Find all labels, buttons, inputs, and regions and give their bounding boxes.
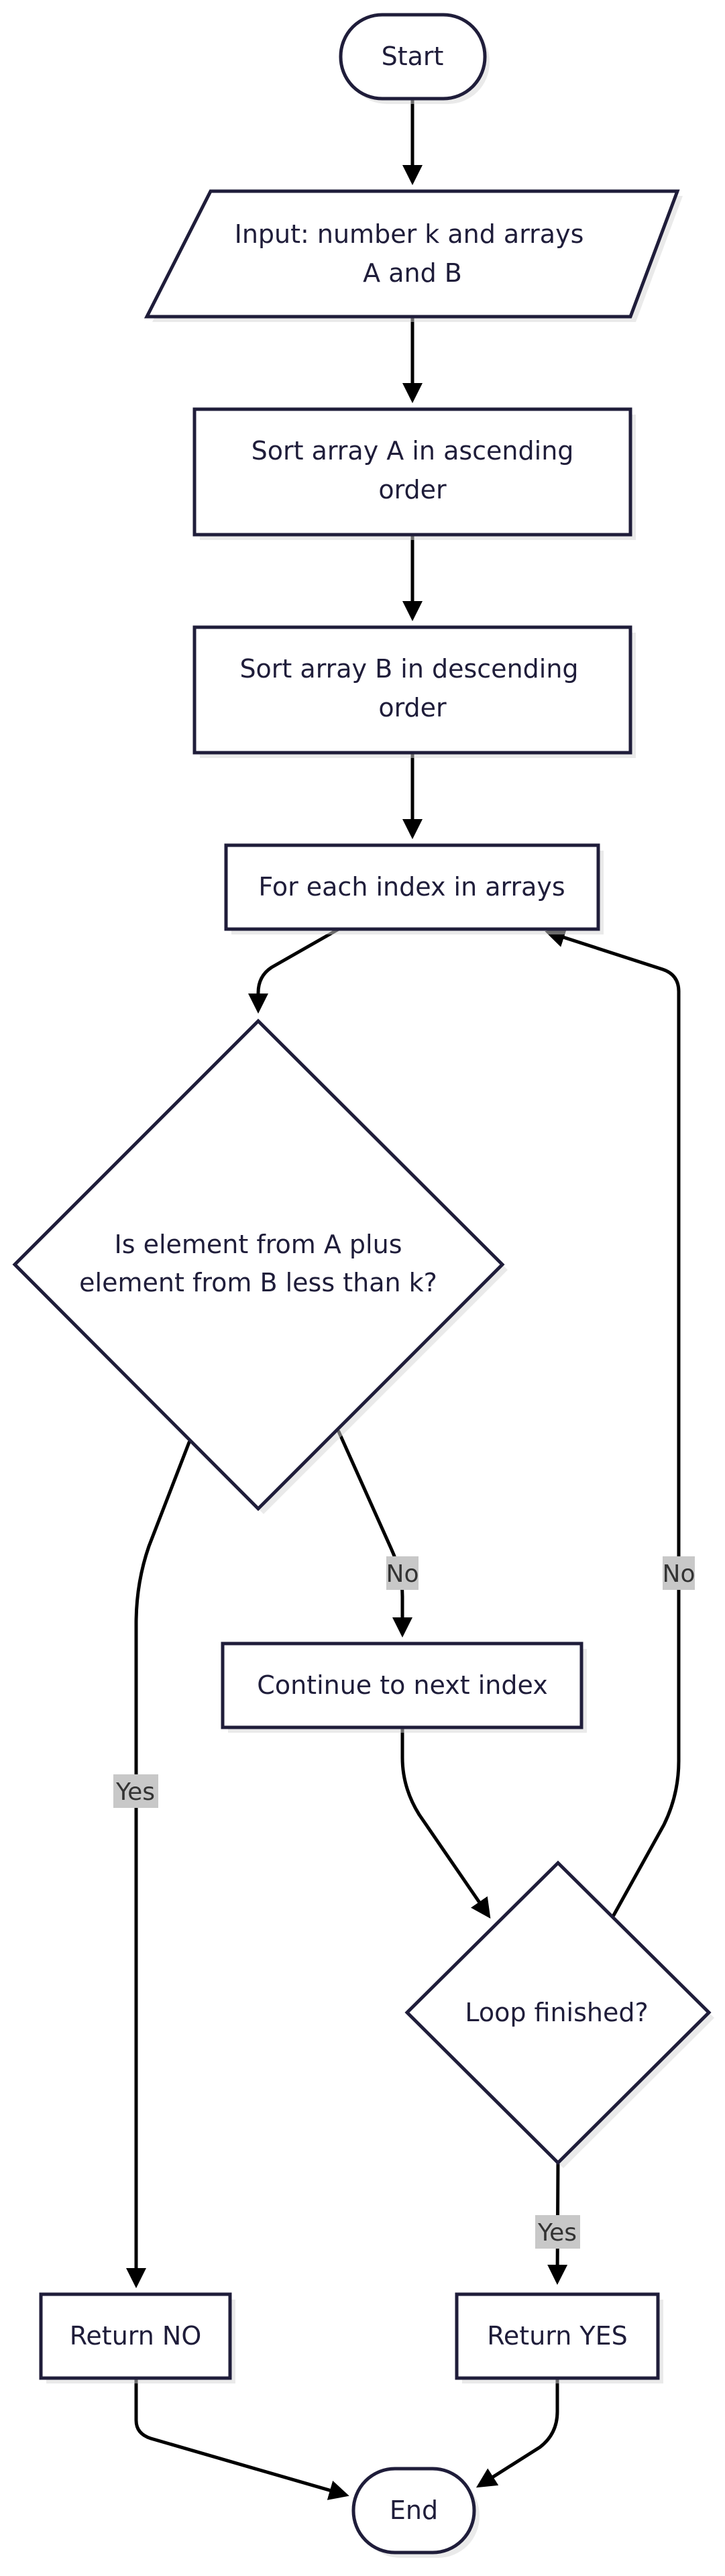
edge-label-loop-no: No — [663, 1556, 695, 1590]
edge-return-no-to-end — [134, 2376, 349, 2500]
node-return-no: Return NO — [39, 2292, 235, 2383]
node-input: Input: number k and arrays A and B — [144, 189, 683, 322]
edge-label-check-yes-text: Yes — [115, 1778, 155, 1806]
node-start: Start — [339, 13, 490, 104]
node-end: End — [351, 2467, 480, 2558]
node-return-yes: Return YES — [455, 2292, 663, 2383]
node-end-text: End — [390, 2496, 438, 2525]
node-loop-finished-text: Loop finished? — [465, 1998, 648, 2027]
node-start-text: Start — [382, 42, 444, 71]
edge-label-loop-no-text: No — [663, 1560, 695, 1588]
edge-return-yes-to-end — [476, 2376, 559, 2488]
edge-check-yes-to-return-no — [126, 1440, 191, 2288]
node-sort-a: Sort array A in ascending order — [192, 407, 636, 540]
node-loop-finished: Loop finished? — [404, 1860, 714, 2168]
node-sort-b-text-line1: Sort array B in descending — [239, 654, 578, 684]
node-input-text-line1: Input: number k and arrays — [235, 219, 584, 249]
edge-loop-no-to-for-each — [545, 928, 681, 1917]
edge-label-check-yes: Yes — [113, 1774, 158, 1808]
node-for-each: For each index in arrays — [224, 843, 604, 934]
edge-label-check-no-text: No — [386, 1560, 419, 1588]
edge-for-each-to-check — [248, 927, 341, 1014]
node-check: Is element from A plus element from B le… — [12, 1018, 508, 1514]
node-check-text-line1: Is element from A plus — [114, 1230, 402, 1259]
edge-continue-to-loop — [400, 1725, 491, 1919]
node-for-each-text: For each index in arrays — [258, 872, 565, 902]
edge-label-loop-yes-text: Yes — [537, 2219, 577, 2247]
node-sort-a-text-line1: Sort array A in ascending — [252, 436, 574, 466]
edge-label-loop-yes: Yes — [535, 2215, 580, 2249]
node-input-text-line2: A and B — [363, 258, 462, 288]
edge-check-no-to-continue — [337, 1430, 412, 1638]
node-sort-b: Sort array B in descending order — [192, 625, 636, 758]
edge-label-check-no: No — [386, 1556, 419, 1590]
node-sort-b-text-line2: order — [378, 693, 447, 722]
node-return-yes-text: Return YES — [487, 2321, 628, 2351]
node-check-text-line2: element from B less than k? — [79, 1268, 437, 1297]
node-sort-a-text-line2: order — [378, 475, 447, 504]
node-continue-text: Continue to next index — [257, 1670, 547, 1700]
node-return-no-text: Return NO — [70, 2321, 202, 2351]
node-continue: Continue to next index — [221, 1642, 587, 1733]
